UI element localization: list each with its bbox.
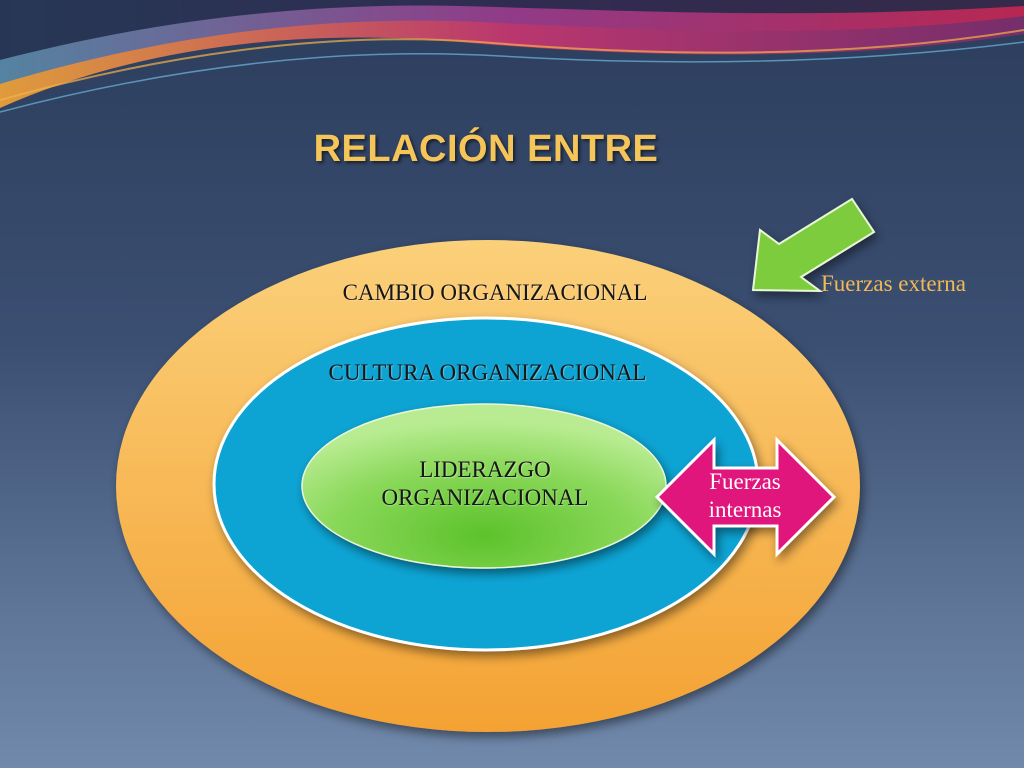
inner-ellipse-label: LIDERAZGO ORGANIZACIONAL [330,456,640,512]
internal-forces-label: Fuerzas internas [685,468,805,524]
middle-ellipse-label: CULTURA ORGANIZACIONAL [328,360,647,385]
inner-ellipse-label-line2: ORGANIZACIONAL [381,485,589,510]
internal-forces-label-line1: Fuerzas [709,469,781,494]
decorative-top-waves [0,0,1024,113]
internal-forces-label-line2: internas [708,497,782,522]
double-arrow-horizontal-icon [654,436,837,558]
arrow-down-left-icon [751,197,876,293]
slide-title: RELACIÓN ENTRE [313,128,659,170]
external-forces-label: Fuerzas externa [821,271,966,296]
outer-ellipse-label: CAMBIO ORGANIZACIONAL [342,280,648,305]
inner-ellipse-label-line1: LIDERAZGO [419,457,551,482]
